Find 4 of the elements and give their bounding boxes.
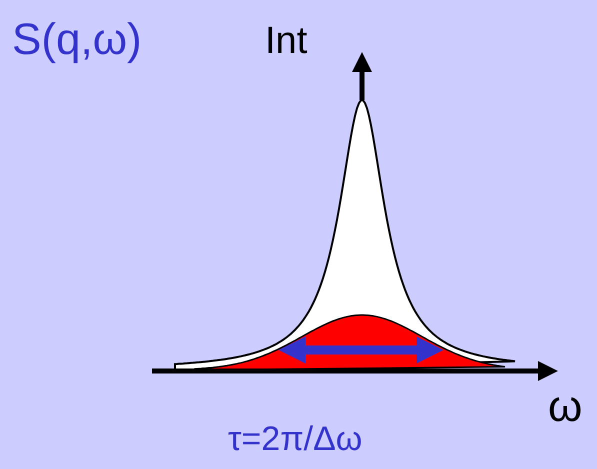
axis-label: Int [265, 22, 308, 60]
axis-label: ω [548, 385, 582, 429]
function-title: S(q,ω) [12, 18, 142, 62]
formula-label: τ=2π/Δω [228, 422, 362, 456]
